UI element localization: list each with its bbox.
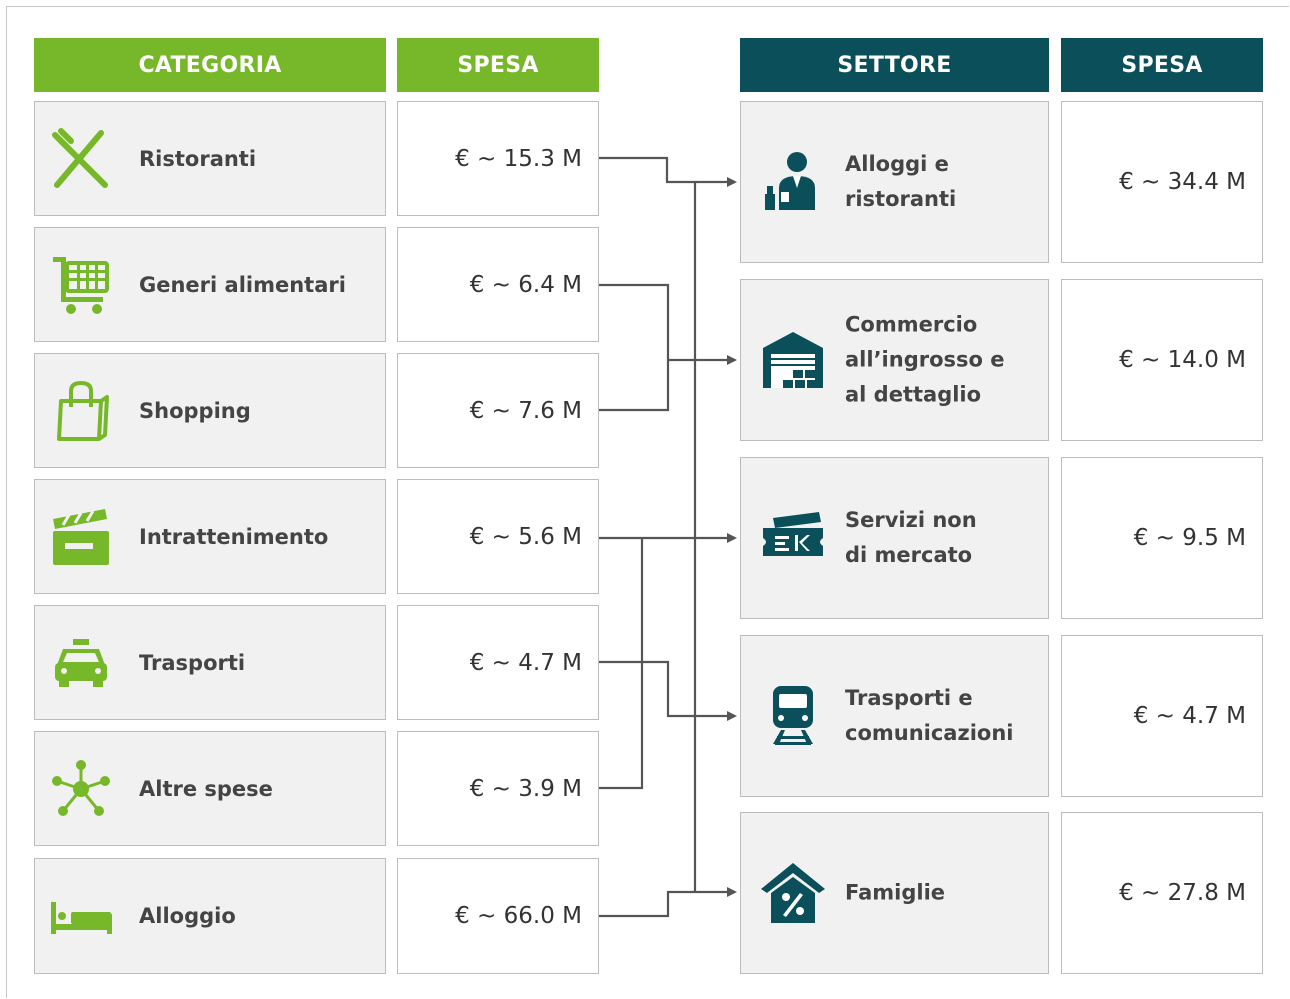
- ticket-icon: [763, 512, 823, 556]
- category-row-generi: Generi alimentari: [34, 227, 386, 342]
- clapperboard-icon: [53, 508, 109, 565]
- network-icon: [52, 759, 110, 816]
- category-value: € ~ 4.7 M: [397, 605, 599, 720]
- category-row-alloggio: Alloggio: [34, 858, 386, 974]
- category-label: Altre spese: [139, 776, 273, 801]
- warehouse-icon: [763, 332, 823, 388]
- flow-ristoranti: [599, 156, 737, 187]
- category-label: Trasporti: [139, 650, 246, 675]
- category-value: € ~ 3.9 M: [397, 731, 599, 846]
- shopping-cart-icon: [53, 256, 109, 314]
- category-value: € ~ 66.0 M: [397, 858, 599, 974]
- shopping-bag-icon: [57, 380, 109, 441]
- sector-label: Servizi non di mercato: [845, 508, 977, 567]
- sector-value: € ~ 34.4 M: [1061, 101, 1263, 263]
- sector-label: Alloggi e ristoranti: [845, 152, 957, 211]
- bed-icon: [51, 902, 112, 934]
- header-categoria: CATEGORIA: [34, 38, 386, 92]
- train-icon: [773, 686, 813, 745]
- category-label: Shopping: [139, 398, 251, 423]
- flow-alloggio: [599, 887, 737, 918]
- sector-row-servizi: Servizi non di mercato: [740, 457, 1049, 619]
- category-label: Alloggio: [139, 904, 236, 928]
- category-label: Intrattenimento: [139, 524, 329, 549]
- waiter-icon: [765, 152, 815, 210]
- diagram-frame: [6, 6, 1289, 998]
- sector-row-famiglie: Famiglie: [740, 812, 1049, 974]
- flow-altre-spese: [599, 538, 644, 790]
- category-row-altre-spese: Altre spese: [34, 731, 386, 846]
- category-row-intrattenimento: Intrattenimento: [34, 479, 386, 594]
- category-value: € ~ 7.6 M: [397, 353, 599, 468]
- header-settore: SETTORE: [740, 38, 1049, 92]
- category-label: Generi alimentari: [139, 272, 346, 297]
- category-row-shopping: Shopping: [34, 353, 386, 468]
- sector-label: Famiglie: [845, 880, 946, 905]
- sector-row-commercio: Commercio all’ingrosso e al dettaglio: [740, 279, 1049, 441]
- category-row-ristoranti: Ristoranti: [34, 101, 386, 216]
- sector-value: € ~ 4.7 M: [1061, 635, 1263, 797]
- category-value: € ~ 6.4 M: [397, 227, 599, 342]
- sector-value: € ~ 9.5 M: [1061, 457, 1263, 619]
- category-value: € ~ 5.6 M: [397, 479, 599, 594]
- sector-label: Commercio all’ingrosso e al dettaglio: [845, 312, 1005, 407]
- category-row-trasporti: Trasporti: [34, 605, 386, 720]
- flow-trasporti: [599, 660, 737, 721]
- header-spesa-left: SPESA: [397, 38, 599, 92]
- header-spesa-right: SPESA: [1061, 38, 1263, 92]
- sector-value: € ~ 14.0 M: [1061, 279, 1263, 441]
- category-label: Ristoranti: [139, 146, 257, 171]
- category-value: € ~ 15.3 M: [397, 101, 599, 216]
- flow-generi: [599, 283, 670, 412]
- cutlery-icon: [52, 127, 108, 188]
- house-percent-icon: [761, 863, 825, 923]
- sector-row-trasporti-comunicazioni: Trasporti e comunicazioni: [740, 635, 1049, 797]
- sector-label: Trasporti e comunicazioni: [845, 686, 1014, 745]
- sector-value: € ~ 27.8 M: [1061, 812, 1263, 974]
- sector-row-alloggi-ristoranti: Alloggi e ristoranti: [740, 101, 1049, 263]
- taxi-icon: [55, 638, 107, 687]
